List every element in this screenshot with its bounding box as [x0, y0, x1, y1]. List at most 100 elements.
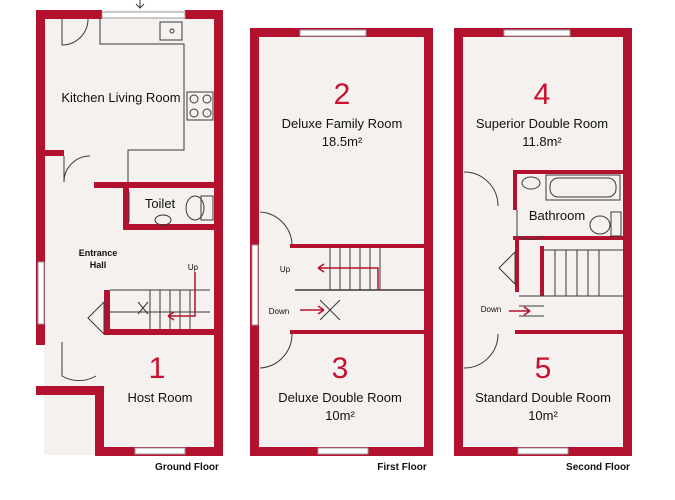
stair-arrow-head-icon	[317, 263, 325, 273]
room-label-kitchen: Kitchen Living Room	[61, 90, 180, 105]
hob-icon	[189, 94, 199, 104]
stair-landing	[87, 300, 105, 336]
first-floor-area	[254, 30, 428, 456]
basin-icon	[521, 176, 541, 190]
cistern	[610, 211, 622, 237]
wall	[290, 330, 425, 334]
toilet-icon	[589, 215, 611, 235]
room-label-host: Host Room	[127, 390, 192, 405]
room-label-deluxe-family: Deluxe Family Room	[282, 116, 403, 131]
room-number-4: 4	[534, 78, 551, 111]
room-number-1: 1	[149, 352, 166, 385]
wall	[513, 170, 623, 174]
room-number-3: 3	[332, 352, 349, 385]
stair-landing	[498, 250, 516, 286]
stair-label-up: Up	[188, 263, 199, 272]
room-label-entrance: Entrance	[79, 248, 118, 258]
wall	[44, 150, 64, 156]
first-floor: 2 Deluxe Family Room 18.5m² Up Down 3 De…	[250, 28, 433, 473]
hob-frame	[186, 91, 214, 121]
door-swing	[463, 171, 499, 207]
window	[134, 447, 186, 455]
stair-cut-icon	[137, 301, 149, 315]
wall	[94, 182, 214, 188]
door-swing	[259, 211, 293, 245]
stair-treads	[329, 248, 381, 290]
room-label-deluxe-double: Deluxe Double Room	[278, 390, 402, 405]
kitchen-counter	[99, 19, 185, 182]
hob-icon	[189, 108, 199, 118]
wall	[36, 10, 45, 345]
room-number-5: 5	[535, 352, 552, 385]
ground-floor: Kitchen Living Room Toilet Entrance Hall…	[36, 0, 223, 473]
room-number-2: 2	[334, 78, 351, 111]
wall	[513, 170, 517, 210]
door-swing	[463, 333, 499, 369]
stair-cut-icon	[319, 299, 341, 321]
wall	[104, 329, 214, 335]
toilet-icon	[185, 195, 205, 221]
wall	[214, 10, 223, 455]
window	[299, 29, 367, 37]
wall	[513, 236, 623, 240]
wall	[185, 10, 222, 19]
window	[37, 261, 45, 325]
room-label-bathroom: Bathroom	[529, 208, 585, 223]
sink-drain-icon	[169, 28, 175, 34]
cistern	[200, 195, 214, 221]
wall	[123, 224, 214, 230]
wall	[104, 290, 110, 335]
stair-treads	[554, 250, 600, 296]
second-floor: 4 Superior Double Room 11.8m² Bathroom D…	[454, 28, 632, 473]
wall	[540, 246, 544, 296]
stair-label-down: Down	[481, 305, 501, 314]
bathtub-inner	[549, 177, 617, 198]
second-floor-area	[458, 30, 630, 456]
wall	[454, 28, 463, 456]
stair-label-down: Down	[269, 307, 289, 316]
stair-arrow	[318, 267, 379, 290]
wall	[250, 28, 259, 456]
wall	[515, 240, 519, 292]
wall	[424, 28, 433, 456]
door-swing	[61, 18, 89, 46]
window	[101, 11, 186, 19]
wall	[36, 10, 102, 19]
ground-floor-area	[44, 10, 222, 455]
hob-icon	[202, 108, 212, 118]
room-area-deluxe-family: 18.5m²	[322, 134, 363, 149]
door-swing	[259, 333, 293, 369]
wall	[123, 182, 129, 229]
door-swing	[63, 155, 91, 183]
entry-arrow-icon	[135, 0, 145, 9]
window	[251, 244, 259, 326]
hob-icon	[202, 94, 212, 104]
stair-arrow-head-icon	[167, 311, 175, 321]
room-area-standard-double: 10m²	[528, 408, 558, 423]
wall	[36, 386, 102, 395]
wall	[95, 386, 104, 456]
stair-label-up: Up	[280, 265, 291, 274]
room-area-deluxe-double: 10m²	[325, 408, 355, 423]
window	[517, 447, 569, 455]
floor-label-ground: Ground Floor	[155, 462, 219, 473]
stair-arrow	[168, 272, 196, 317]
wall	[515, 330, 623, 334]
stair-treads	[519, 295, 623, 317]
floor-label-second: Second Floor	[566, 462, 630, 473]
room-area-superior-double: 11.8m²	[522, 134, 562, 149]
room-label-toilet: Toilet	[145, 196, 176, 211]
window	[503, 29, 571, 37]
stair-arrow-head-icon	[523, 306, 531, 316]
wall	[623, 28, 632, 456]
window	[317, 447, 369, 455]
stair-treads	[159, 290, 191, 335]
room-label-standard-double: Standard Double Room	[475, 390, 611, 405]
wall	[290, 244, 425, 248]
basin-icon	[154, 214, 172, 226]
bathtub-icon	[545, 174, 621, 201]
door-swing	[61, 342, 97, 382]
stair-arrow-head-icon	[317, 305, 325, 315]
door-swing	[516, 210, 544, 240]
